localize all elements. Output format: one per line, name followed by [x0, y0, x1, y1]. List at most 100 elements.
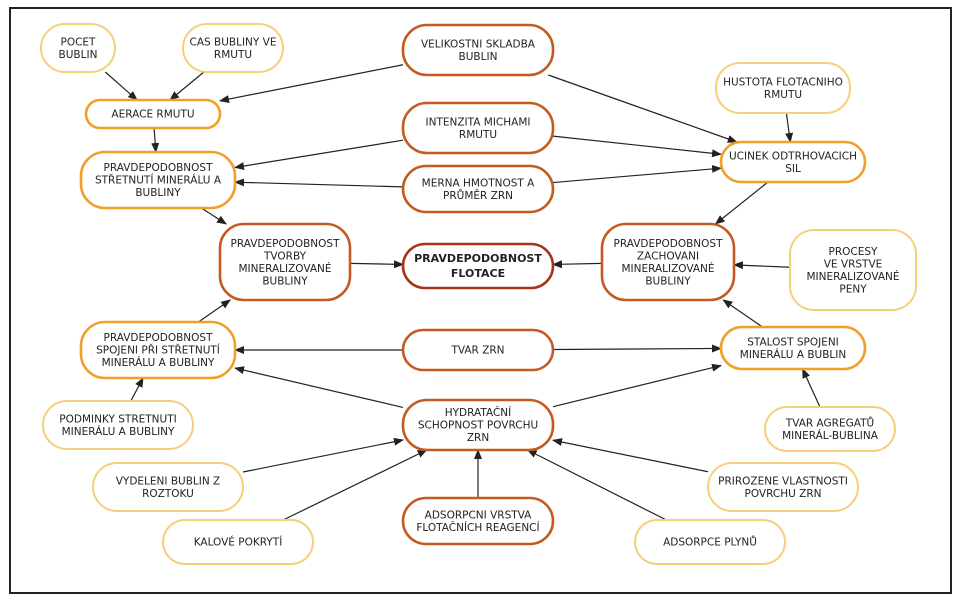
- node-label-line: BUBLINY: [135, 187, 181, 199]
- node-label-line: MERNA HMOTNOST A: [422, 177, 536, 189]
- node-label-line: ZRN: [467, 432, 489, 444]
- node-label-line: STŘETNUTÍ MINERÁLU A: [95, 174, 222, 187]
- arrow-vydeleni-to-hydratacni: [242, 437, 404, 473]
- arrow-aerace-to-prav_stretnuti: [151, 127, 160, 153]
- node-label-line: HUSTOTA FLOTACNIHO: [723, 76, 843, 88]
- arrow-prav_stretnuti-to-prav_tvorby: [201, 207, 227, 225]
- node-box: [182, 23, 284, 73]
- node-label-line: MINERÁLU A BUBLINY: [62, 425, 175, 438]
- node-label-line: POCET: [61, 36, 97, 48]
- node-box: [401, 164, 555, 214]
- node-label-line: TVAR ZRN: [450, 345, 504, 357]
- node-box: [789, 229, 917, 311]
- arrow-intenzita-to-ucinek: [552, 135, 722, 158]
- node-box: [401, 496, 555, 546]
- node-label-line: TVAR AGREGATŮ: [785, 416, 874, 429]
- node-label-line: MINERÁLU A BUBLIN: [740, 348, 846, 361]
- arrow-prav_tvorby-to-prav_flotace: [349, 260, 404, 269]
- node-box: [719, 325, 867, 371]
- node-box: [162, 519, 314, 565]
- node-box: [401, 398, 555, 452]
- arrow-merna-to-prav_stretnuti: [234, 178, 404, 188]
- node-kalove: KALOVÉ POKRYTÍ: [162, 519, 314, 565]
- node-box: [401, 328, 555, 372]
- node-aerace: AERACE RMUTU: [84, 98, 222, 130]
- arrow-kalove-to-hydratacni: [282, 449, 428, 521]
- node-label-line: VE VRSTVE: [824, 258, 883, 270]
- edges-layer: [104, 64, 821, 521]
- node-label-line: PODMINKY STRETNUTI: [59, 413, 176, 425]
- node-label-line: PRAVDEPODOBNOST: [414, 252, 542, 265]
- arrow-hustota-to-ucinek: [785, 112, 794, 143]
- node-label-line: MINERALIZOVANÉ: [806, 270, 899, 283]
- node-label-line: CAS BUBLINY VE: [190, 36, 277, 48]
- node-box: [634, 519, 786, 565]
- node-label-line: PRAVDEPODOBNOST: [231, 238, 341, 250]
- node-label-line: BUBLINY: [262, 275, 308, 287]
- node-box: [84, 98, 222, 130]
- node-label-line: POVRCHU ZRN: [745, 488, 822, 500]
- node-label-line: PRŮMĚR ZRN: [443, 189, 513, 202]
- node-label-line: BUBLIN: [59, 49, 98, 61]
- node-label-line: PROCESY: [829, 246, 879, 258]
- node-prav-flotace: PRAVDEPODOBNOST FLOTACE: [401, 242, 555, 290]
- arrow-hydratacni-to-stalost: [552, 363, 722, 408]
- node-label-line: FLOTAČNÍCH REAGENCÍ: [416, 521, 539, 534]
- node-box: [719, 140, 867, 184]
- node-box: [764, 406, 896, 452]
- node-label-line: FLOTACE: [451, 267, 505, 280]
- node-label-line: BUBLIN: [459, 51, 498, 63]
- node-box: [401, 242, 555, 290]
- node-label-line: MINERÁLU A BUBLINY: [102, 356, 215, 369]
- node-label-line: BUBLINY: [645, 275, 691, 287]
- arrow-velikostni-to-aerace: [219, 64, 404, 103]
- node-box: [401, 23, 555, 77]
- node-label-line: PRIROZENE VLASTNOSTI: [718, 475, 848, 487]
- node-label-line: RMUTU: [459, 129, 497, 141]
- node-label-line: MINERALIZOVANÉ: [621, 262, 714, 275]
- arrow-podminky-to-prav_spojeni: [130, 377, 144, 402]
- node-label-line: TVORBY: [263, 250, 307, 262]
- node-label-line: UCINEK ODTRHOVACICH: [729, 150, 857, 162]
- node-label-line: STALOST SPOJENI: [747, 336, 839, 348]
- node-box: [218, 222, 352, 302]
- arrow-cas_bubliny-to-aerace: [169, 71, 205, 101]
- node-box: [715, 62, 851, 114]
- node-label-line: PENY: [839, 283, 867, 295]
- arrow-ucinek-to-prav_zachovani: [714, 181, 769, 225]
- node-label-line: MINERÁL-BUBLINA: [782, 429, 879, 442]
- node-label-line: RMUTU: [214, 49, 252, 61]
- arrow-stalost-to-prav_zachovani: [722, 299, 763, 328]
- arrow-procesy-to-prav_zachovani: [733, 261, 791, 270]
- node-label-line: MINERALIZOVANÉ: [238, 262, 331, 275]
- arrow-prirozene-to-hydratacni: [552, 438, 709, 473]
- node-box: [79, 320, 237, 380]
- node-adsorpce-plynu: ADSORPCE PLYNŮ: [634, 519, 786, 565]
- arrow-adsorpce_plynu-to-hydratacni: [526, 449, 667, 521]
- arrow-hydratacni-to-prav_spojeni: [234, 366, 404, 409]
- node-label-line: INTENZITA MICHAMI: [426, 116, 531, 128]
- node-label-line: ZACHOVANI: [637, 250, 699, 262]
- node-box: [707, 462, 859, 512]
- arrow-merna-to-ucinek: [552, 164, 722, 184]
- node-box: [42, 400, 194, 450]
- node-label-line: KALOVÉ POKRYTÍ: [194, 536, 283, 549]
- node-label-line: VELIKOSTNI SKLADBA: [421, 38, 536, 50]
- node-box: [600, 222, 736, 302]
